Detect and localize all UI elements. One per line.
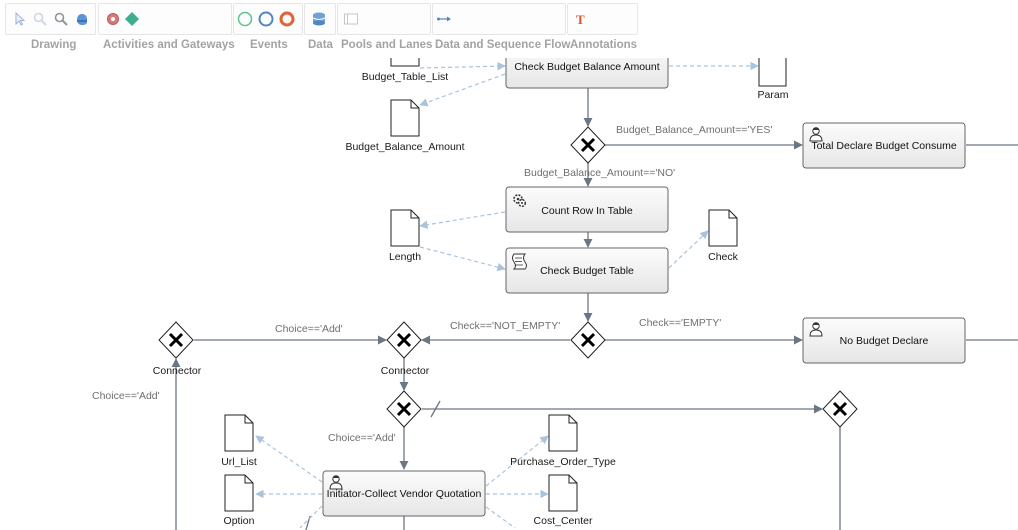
flow-label-choice-add-top: Choice=='Add': [275, 323, 343, 335]
label-check: Check: [708, 251, 739, 263]
task-label: No Budget Declare: [840, 335, 929, 347]
service-gear-icon: [513, 194, 527, 208]
data-store-icon[interactable]: [311, 11, 327, 27]
label-param: Param: [758, 89, 789, 101]
toolbar-label-events: Events: [250, 39, 288, 51]
user-task-icon: [809, 127, 823, 142]
drawing-tool-group: [5, 3, 96, 35]
toolbar-label-annotations: Annotations: [570, 39, 638, 51]
flow-tool-group: [432, 3, 566, 35]
activities-tool-group: [98, 3, 232, 35]
toolbar-label-flow: Data and Sequence Flow: [435, 39, 571, 51]
task-label: Check Budget Table: [540, 265, 634, 277]
gateway-connector-left[interactable]: [158, 321, 194, 359]
assoc-table-list: [419, 61, 506, 71]
data-tool-group: [304, 3, 336, 35]
label-budget-table-list: Budget_Table_List: [362, 71, 448, 83]
flow-label-choice-add-bottom: Choice=='Add': [328, 432, 396, 444]
pools-tool-group: [337, 3, 431, 35]
task-label: Initiator-Collect Vendor Quotation: [327, 488, 482, 500]
flow-label-balance-no: Budget_Balance_Amount=='NO': [524, 167, 675, 179]
gateway-check[interactable]: [570, 321, 606, 359]
label-url-list: Url_List: [221, 456, 257, 468]
palette-toolbar: Drawing Activities and Gateways Events D…: [0, 0, 1018, 58]
task-no-budget-declare[interactable]: No Budget Declare: [802, 317, 966, 364]
events-tool-group: [233, 3, 303, 35]
text-annotation-icon[interactable]: T: [573, 11, 589, 27]
toolbar-label-data: Data: [308, 39, 333, 51]
sequence-flows: [171, 88, 1018, 530]
label-connector-mid: Connector: [381, 365, 430, 377]
label-purchase-order-type: Purchase_Order_Type: [510, 456, 616, 468]
gateway-choice[interactable]: [386, 390, 422, 428]
user-task-icon: [329, 475, 343, 490]
label-length: Length: [389, 251, 421, 263]
service-gear-icon[interactable]: [105, 11, 121, 27]
hand-icon[interactable]: [74, 11, 90, 27]
gateway-right[interactable]: [822, 390, 858, 428]
assoc-length-in: [419, 246, 506, 272]
task-collect-vendor-quotation[interactable]: Initiator-Collect Vendor Quotation: [322, 470, 486, 517]
toolbar-label-activities: Activities and Gateways: [103, 39, 235, 51]
flow-label-check-empty: Check=='EMPTY': [639, 317, 721, 329]
data-object-budget-balance-amount[interactable]: [390, 99, 420, 137]
data-object-check[interactable]: [708, 209, 738, 247]
start-event-icon[interactable]: [237, 11, 253, 27]
assoc-url-list: [255, 435, 323, 483]
task-check-budget-table[interactable]: Check Budget Table: [505, 247, 669, 294]
assoc-purchase-order: [485, 435, 549, 487]
gateway-diamond-icon[interactable]: [124, 11, 140, 27]
flow-default-marker: [430, 400, 441, 418]
svg-text:T: T: [576, 12, 585, 27]
label-option: Option: [224, 515, 255, 527]
assoc-cost-center-2: [485, 506, 516, 529]
label-connector-left: Connector: [153, 365, 202, 377]
flow-label-choice-add-left: Choice=='Add': [92, 390, 160, 402]
data-associations: [255, 61, 759, 529]
intermediate-event-icon[interactable]: [258, 11, 274, 27]
task-total-declare[interactable]: Total Declare Budget Consume: [802, 122, 966, 169]
assoc-balance-amount: [419, 73, 506, 107]
task-label: Count Row In Table: [541, 205, 633, 217]
toolbar-label-pools: Pools and Lanes: [341, 39, 433, 51]
data-object-url-list[interactable]: [224, 414, 254, 452]
data-object-budget-table-list[interactable]: [390, 58, 420, 67]
flow-label-check-not-empty: Check=='NOT_EMPTY': [450, 320, 560, 332]
pool-icon[interactable]: [343, 11, 359, 27]
pointer-icon[interactable]: [12, 11, 28, 27]
data-object-cost-center[interactable]: [548, 474, 578, 512]
assoc-length: [419, 211, 506, 229]
script-task-icon: [512, 253, 527, 270]
end-event-icon[interactable]: [279, 11, 295, 27]
assoc-check: [668, 230, 709, 269]
data-object-param[interactable]: [758, 58, 787, 87]
label-cost-center: Cost_Center: [534, 515, 593, 527]
task-label: Total Declare Budget Consume: [811, 140, 956, 152]
task-count-row[interactable]: Count Row In Table: [505, 186, 669, 233]
data-object-option[interactable]: [224, 474, 254, 512]
assoc-option-2: [299, 505, 323, 529]
data-object-purchase-order-type[interactable]: [548, 414, 578, 452]
user-task-icon: [809, 322, 823, 337]
data-object-length[interactable]: [390, 209, 420, 247]
label-budget-balance-amount: Budget_Balance_Amount: [345, 141, 464, 153]
gateway-budget-balance[interactable]: [570, 126, 606, 164]
task-label: Check Budget Balance Amount: [514, 61, 659, 73]
flow-label-balance-yes: Budget_Balance_Amount=='YES': [616, 124, 772, 136]
toolbar-label-drawing: Drawing: [31, 39, 77, 51]
zoom-in-icon[interactable]: [32, 11, 48, 27]
sequence-flow-icon[interactable]: [436, 11, 452, 27]
annotations-tool-group: T: [567, 3, 638, 35]
gateway-connector-mid[interactable]: [386, 321, 422, 359]
zoom-out-icon[interactable]: [53, 11, 69, 27]
